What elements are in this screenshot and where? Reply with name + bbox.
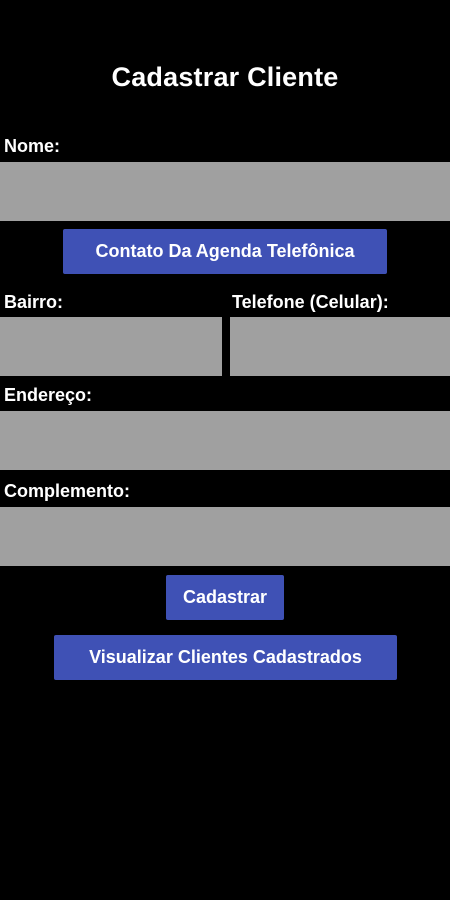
phone-contacts-button[interactable]: Contato Da Agenda Telefônica [63,229,387,274]
bairro-label: Bairro: [4,292,64,312]
complemento-label: Complemento: [4,481,130,501]
telefone-label: Telefone (Celular): [232,292,389,312]
telefone-input[interactable] [230,317,450,376]
register-button[interactable]: Cadastrar [166,575,284,620]
nome-input[interactable] [0,162,450,221]
nome-label: Nome: [4,136,61,156]
bairro-input[interactable] [0,317,222,376]
endereco-label: Endereço: [4,385,93,405]
complemento-input[interactable] [0,507,450,566]
view-clients-button[interactable]: Visualizar Clientes Cadastrados [54,635,397,680]
page-title: Cadastrar Cliente [111,62,339,92]
endereco-input[interactable] [0,411,450,470]
